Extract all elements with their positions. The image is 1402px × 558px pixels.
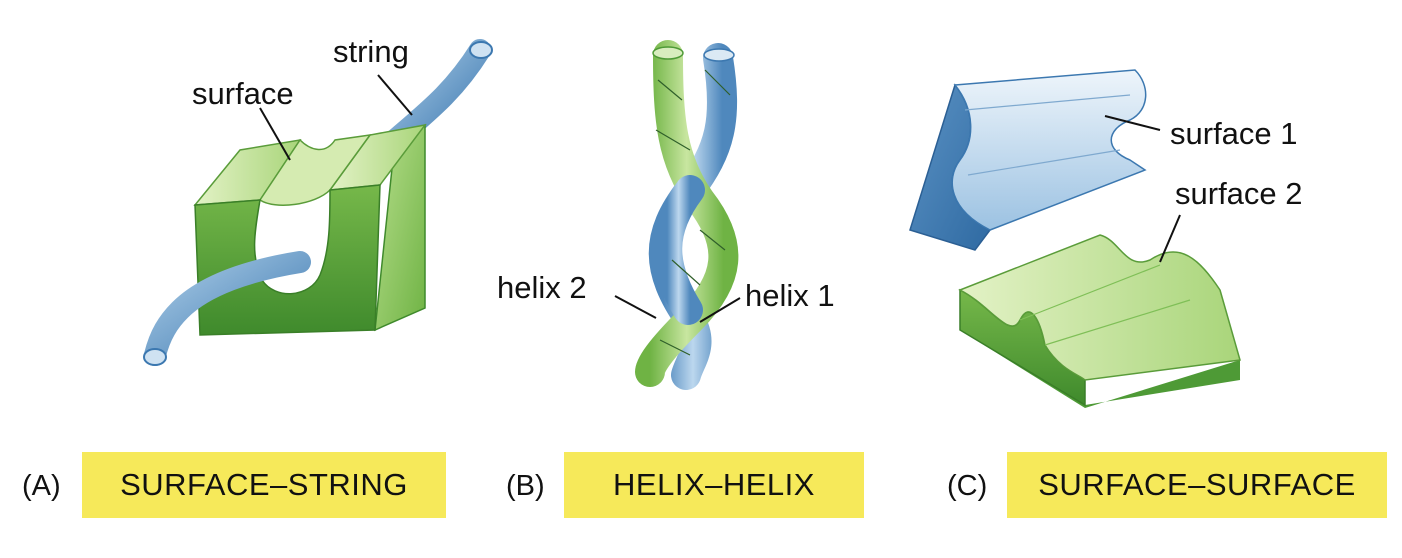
- string-leader: [378, 75, 412, 115]
- surface-label: surface: [192, 78, 294, 109]
- green-piece-top: [960, 235, 1240, 380]
- helix-2-top-end: [653, 47, 683, 59]
- string-bottom-end: [144, 349, 166, 365]
- string-top-end: [470, 42, 492, 58]
- panel-b-letter: (B): [506, 472, 545, 501]
- helix-helix-model: [615, 47, 740, 375]
- helix-1-front-segment: [667, 190, 690, 310]
- panel-c-letter: (C): [947, 472, 987, 501]
- string-label: string: [333, 36, 409, 67]
- surface-1-label: surface 1: [1170, 118, 1298, 149]
- helix-2-label: helix 2: [497, 272, 587, 303]
- surface-2-label: surface 2: [1175, 178, 1303, 209]
- panel-a-letter: (A): [22, 472, 61, 501]
- panel-c-tag: SURFACE–SURFACE: [1007, 452, 1387, 518]
- panel-b-tag: HELIX–HELIX: [564, 452, 864, 518]
- helix-1-top-end: [704, 49, 734, 61]
- panel-a-tag: SURFACE–STRING: [82, 452, 446, 518]
- helix-2-leader: [615, 296, 656, 318]
- helix-1-label: helix 1: [745, 280, 835, 311]
